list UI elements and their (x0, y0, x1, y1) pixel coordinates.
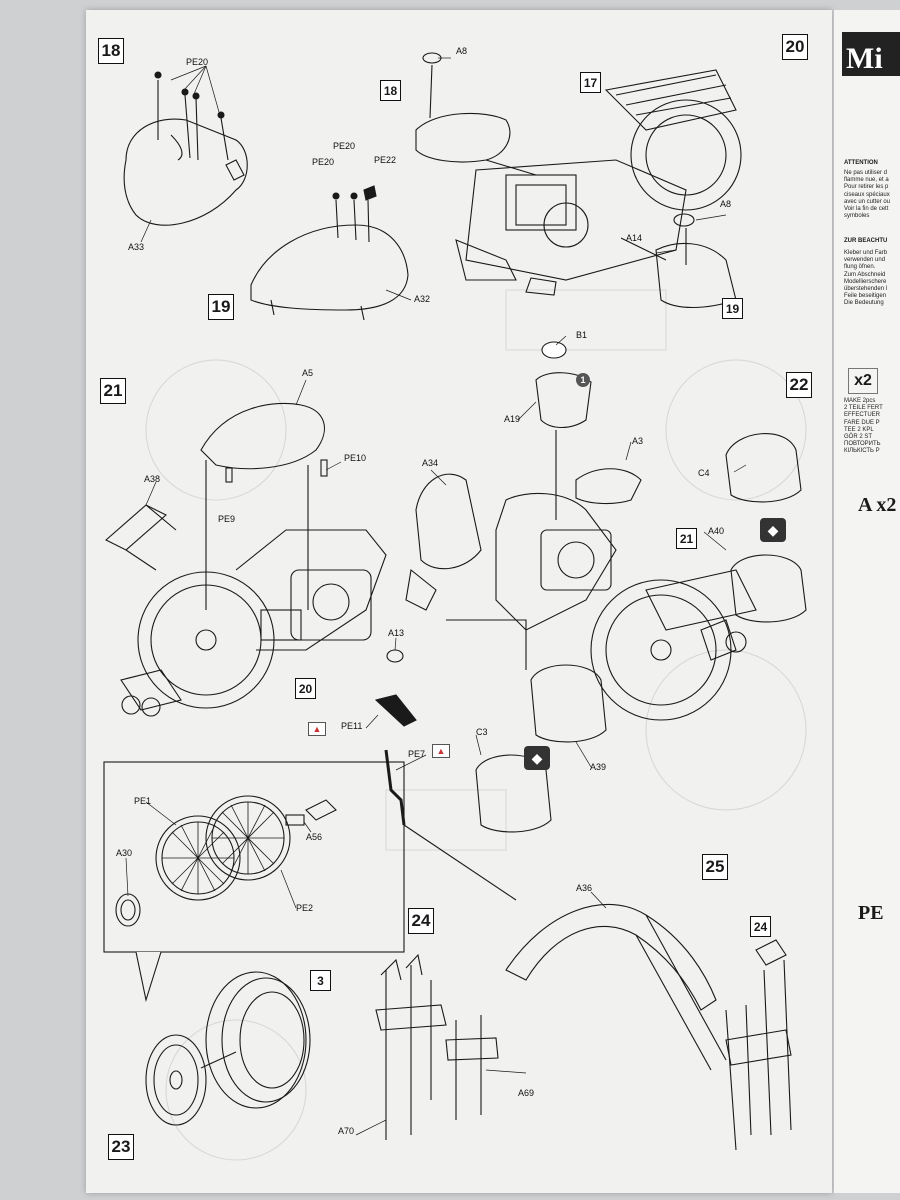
label-b1: B1 (576, 330, 588, 340)
label-a56: A56 (306, 832, 323, 842)
fender-and-forks-step-25 (505, 903, 792, 1151)
label-pe11: PE11 (341, 721, 363, 731)
step-22: 22 (786, 372, 812, 398)
ref-20: 20 (295, 678, 316, 699)
wheel-detail-frame (103, 761, 405, 953)
step-20: 20 (782, 34, 808, 60)
label-pe9: PE9 (218, 514, 236, 524)
attention-heading: ATTENTION (844, 160, 878, 166)
alternate-option-icon: ◆ (760, 518, 786, 542)
label-a38: A38 (144, 474, 161, 484)
forks-step-24 (375, 953, 499, 1140)
ref-21: 21 (676, 528, 697, 549)
label-pe2: PE2 (296, 903, 314, 913)
label-pe7: PE7 (408, 749, 426, 759)
label-pe20: PE20 (312, 157, 335, 167)
label-a3: A3 (632, 436, 644, 446)
label-pe10: PE10 (344, 453, 367, 463)
part-count-a: A x2 (858, 494, 897, 516)
tank-part-a33 (123, 71, 248, 226)
label-a33: A33 (128, 242, 145, 252)
make-2-badge: x2 (848, 368, 878, 394)
ref-17: 17 (580, 72, 601, 93)
label-a70: A70 (338, 1126, 355, 1136)
step-25: 25 (702, 854, 728, 880)
label-c3: C3 (476, 727, 488, 737)
attention-text: Ne pas utiliser d flamme nue, et a Pour … (844, 170, 891, 220)
label-a5: A5 (302, 368, 314, 378)
step-19: 19 (208, 294, 234, 320)
ref-18: 18 (380, 80, 401, 101)
sequence-marker-1: 1 (576, 373, 590, 387)
step-23: 23 (108, 1134, 134, 1160)
assembly-illustrations (103, 52, 807, 1161)
label-a8: A8 (720, 199, 732, 209)
label-a8: A8 (456, 46, 468, 56)
part-count-pe: PE (858, 902, 884, 924)
lever-and-rod (374, 649, 517, 901)
label-a40: A40 (708, 526, 725, 536)
tank-part-a32 (250, 185, 409, 321)
bike-frame-step-20 (415, 52, 742, 308)
label-c4: C4 (698, 468, 710, 478)
ref-3: 3 (310, 970, 331, 991)
label-a19: A19 (504, 414, 521, 424)
wheel-spokes-step-23 (115, 795, 337, 927)
instruction-page: 18 19 20 21 22 23 24 25 18 17 19 20 21 3… (86, 10, 832, 1193)
step-18: 18 (98, 38, 124, 64)
label-pe20: PE20 (333, 141, 356, 151)
label-pe20: PE20 (186, 57, 209, 67)
label-pe22: PE22 (374, 155, 397, 165)
alternate-option-icon: ◆ (524, 746, 550, 770)
make-2pcs-text: MAKE 2pcs 2 TEILE FERT EFFECTUER FARE DU… (844, 398, 883, 455)
zur-beachtung-heading: ZUR BEACHTU (844, 238, 888, 244)
bike-rear-step-21 (105, 402, 387, 717)
label-a69: A69 (518, 1088, 535, 1098)
ref-19: 19 (722, 298, 743, 319)
label-a32: A32 (414, 294, 431, 304)
ref-24: 24 (750, 916, 771, 937)
label-a14: A14 (626, 233, 643, 243)
bike-side-step-22 (405, 341, 807, 833)
tyre-step-23 (145, 971, 311, 1126)
label-a13: A13 (388, 628, 405, 638)
label-a39: A39 (590, 762, 607, 772)
glue-symbol-icon: ▲ (308, 722, 326, 736)
label-a34: A34 (422, 458, 439, 468)
brand-logo: Mi (842, 32, 900, 76)
label-a30: A30 (116, 848, 133, 858)
glue-symbol-icon: ▲ (432, 744, 450, 758)
adjacent-page: Mi ATTENTION Ne pas utiliser d flamme nu… (834, 10, 900, 1193)
step-24: 24 (408, 908, 434, 934)
label-a36: A36 (576, 883, 593, 893)
step-21: 21 (100, 378, 126, 404)
zur-beachtung-text: Kleber und Farb verwenden und flung öfne… (844, 250, 888, 307)
label-pe1: PE1 (134, 796, 152, 806)
